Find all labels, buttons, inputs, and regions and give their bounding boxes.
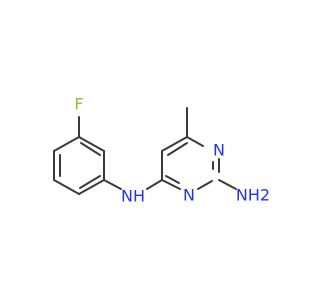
bond-n3-c4p-inner (165, 175, 180, 184)
atom-amine-nh: NH (121, 187, 145, 206)
bond-c2p-nh2 (218, 179, 237, 190)
bond-c5p-c6p-inner (167, 142, 188, 156)
bond-nh-c4p (146, 179, 163, 190)
amine-linker (146, 179, 163, 190)
molecule-diagram: F NH N N NH2 (53, 95, 270, 206)
bond-c2-c3 (78, 136, 105, 152)
bond-c2p-n3 (197, 180, 213, 190)
bond-c2-c3-inner (80, 142, 101, 156)
bond-c5p-c6p (161, 136, 188, 152)
bond-c4-c5 (78, 179, 105, 195)
atom-amino-nh2: NH2 (236, 186, 270, 205)
bond-c6p-n1 (186, 136, 204, 147)
pyrimidine-ring (161, 107, 237, 190)
bond-c4-nh (103, 179, 122, 190)
atom-nitrogen-n3: N (183, 186, 195, 205)
bond-c5-c6 (53, 179, 80, 195)
bond-c4-c5-inner (79, 175, 101, 189)
bond-n3-c4p (161, 179, 181, 190)
atom-nitrogen-n1: N (213, 141, 225, 160)
bond-c1-c2 (53, 136, 80, 152)
phenyl-ring (53, 116, 122, 195)
atom-fluorine: F (74, 95, 83, 114)
